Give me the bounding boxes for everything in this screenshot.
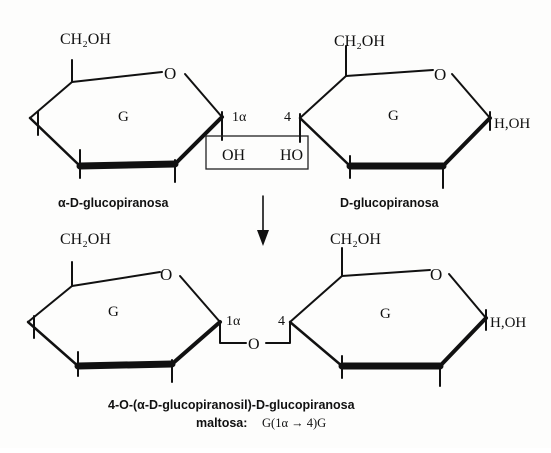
maltose-anomeric-h-oh: H,OH: [490, 315, 526, 331]
right-ring-bond-c4-c3: [288, 320, 344, 368]
maltose-left-ring-oxygen: O: [160, 265, 172, 284]
right-ring-bond-c2-c1: [438, 316, 488, 368]
maltose-systematic-name: 4-O-(α-D-glucopiranosil)-D-glucopiranosa: [108, 398, 356, 412]
left-ring-bond-c3-c2-bold: [74, 360, 176, 370]
ring-letter-g: G: [118, 109, 129, 125]
anomeric-hydroxyl: OH: [222, 147, 246, 164]
ring-bond-o-c1-right: [451, 73, 491, 119]
ring-bond-c4-c3-right: [298, 116, 352, 168]
maltose-carbon-4-label: 4: [278, 314, 285, 329]
reaction-arrow: [257, 195, 269, 246]
right-ring-bond-c5-c4: [289, 275, 343, 323]
right-ring-bond-c5-o: [341, 269, 431, 277]
ring-letter-g-right: G: [388, 108, 399, 124]
ring-bond-c5-o: [71, 71, 163, 83]
maltose-right-ring-letter: G: [380, 306, 391, 322]
anomeric-carbon-label: 1α: [232, 110, 247, 125]
ring-bond-o-c1: [184, 73, 223, 118]
ring-bond-c3-c2-bold: [76, 160, 179, 170]
maltose-left-ch2oh: CH₂OH: [60, 231, 111, 248]
maltose-molecule: CH₂OH O G 1α O CH₂OH O G 4 H,OH 4-O-(α-D…: [26, 231, 526, 430]
ring-bond-c5-o-right: [345, 69, 434, 77]
glycosidic-oxygen: O: [248, 336, 260, 353]
maltose-anomeric-label: 1α: [226, 314, 241, 329]
ring-bond-c5-c4-right: [299, 75, 347, 119]
maltose-right-ring-oxygen: O: [430, 265, 442, 284]
ring-bond-c5-c4: [29, 81, 73, 119]
ch2oh-label: CH₂OH: [60, 31, 111, 48]
ring-oxygen-label-right: O: [434, 65, 446, 84]
maltose-left-ring-letter: G: [108, 304, 119, 320]
left-ring-bond-c4-c3: [26, 320, 80, 368]
left-ring-bond-c5-c4: [27, 285, 73, 323]
maltose-right-ch2oh: CH₂OH: [330, 231, 381, 248]
top-right-glucose: CH₂OH O G 4 HO H,OH D-glucopiranosa: [280, 33, 530, 210]
ring-bond-c2-c1: [173, 115, 224, 166]
ch2oh-label-right: CH₂OH: [334, 33, 385, 50]
top-left-name: α-D-glucopiranosa: [58, 196, 170, 210]
carbon-4-label: 4: [284, 110, 291, 125]
water-elimination-box: [205, 135, 309, 170]
maltose-common-name-label: maltosa:: [196, 416, 247, 430]
glycosidic-bond-left: [219, 321, 247, 344]
anomeric-h-oh: H,OH: [494, 116, 530, 132]
right-ring-bond-o-c1: [448, 273, 487, 319]
left-ring-bond-o-c1: [179, 275, 221, 323]
ring-bond-c2-c1-right: [441, 116, 492, 168]
left-ring-bond-c2-c1: [170, 320, 222, 366]
ring-oxygen-label: O: [164, 64, 176, 83]
glycosidic-bond-right: [265, 321, 291, 344]
maltose-notation: G(1α → 4)G: [262, 416, 326, 430]
c4-hydroxyl: HO: [280, 147, 303, 164]
top-left-glucose: CH₂OH O G 1α OH α-D-glucopiranosa: [28, 31, 247, 210]
left-ring-bond-c5-o: [71, 271, 161, 287]
top-right-name: D-glucopiranosa: [340, 196, 440, 210]
